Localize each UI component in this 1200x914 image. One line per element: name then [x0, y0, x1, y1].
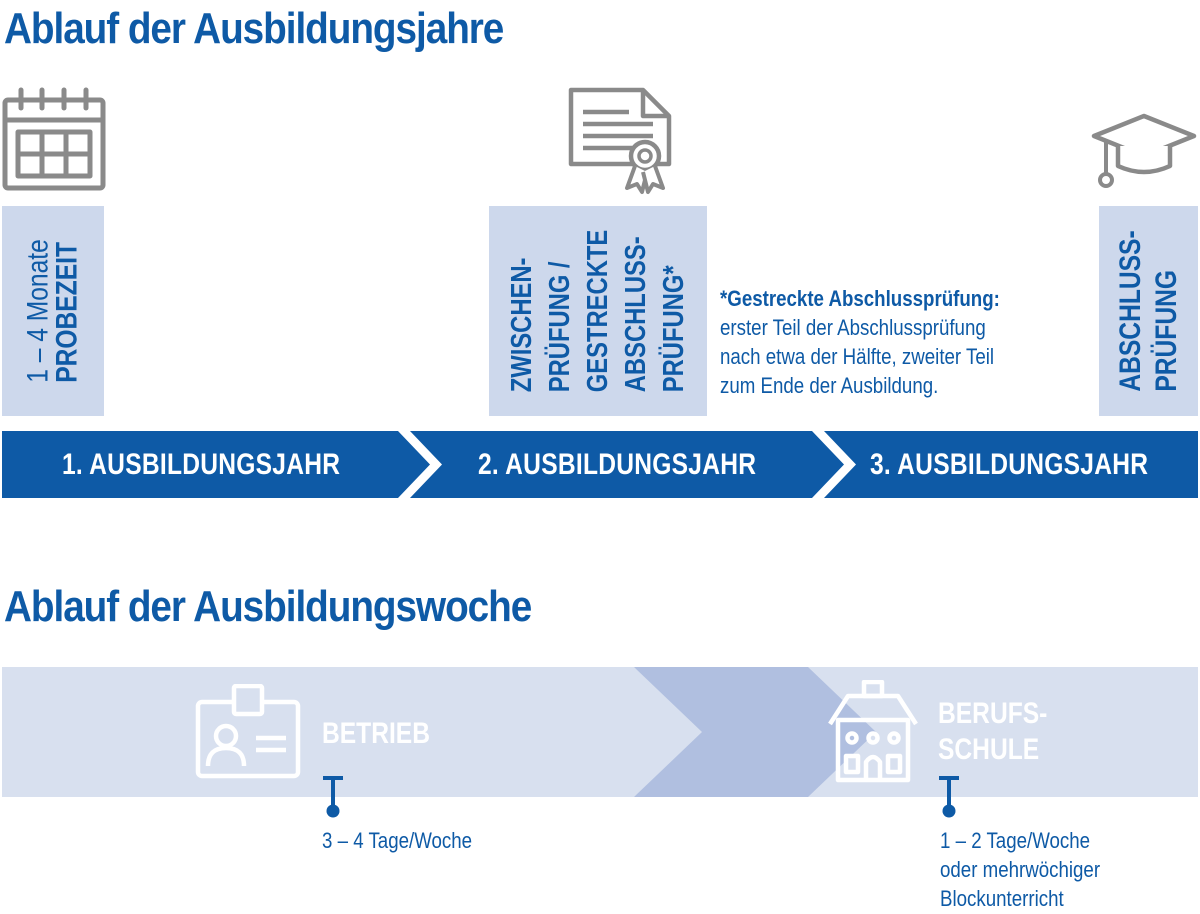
footnote-line-1: erster Teil der Abschlussprüfung	[720, 315, 986, 340]
year-timeline-band	[2, 431, 1198, 498]
zwischen-line-1: ZWISCHEN-	[506, 257, 538, 393]
berufsschule-pin	[939, 776, 959, 818]
section-title-years: Ablauf der Ausbildungsjahre	[4, 4, 504, 53]
berufsschule-caption: 1 – 2 Tage/Woche oder mehrwöchiger Block…	[940, 826, 1100, 913]
abschluss-line-2: PRÜFUNG	[1149, 269, 1183, 392]
certificate-icon	[568, 87, 672, 194]
calendar-icon	[2, 87, 106, 191]
betrieb-caption: 3 – 4 Tage/Woche	[322, 826, 472, 855]
footnote: *Gestreckte Abschlussprüfung: erster Tei…	[720, 284, 1026, 400]
year-3-label: 3. AUSBILDUNGSJAHR	[870, 448, 1149, 481]
betrieb-pin	[323, 776, 343, 818]
milestone-abschlusspruefung: ABSCHLUSS- PRÜFUNG	[1099, 206, 1198, 416]
year-1-label: 1. AUSBILDUNGSJAHR	[62, 448, 341, 481]
graduation-cap-icon	[1091, 113, 1197, 188]
zwischen-line-2: PRÜFUNG /	[544, 261, 576, 393]
milestone-probezeit: 1 – 4 Monate PROBEZEIT	[2, 206, 104, 416]
berufsschule-caption-line-3: Blockunterricht	[940, 886, 1064, 911]
section-title-week: Ablauf der Ausbildungswoche	[4, 582, 532, 631]
zwischen-line-3: GESTRECKTE	[582, 229, 614, 393]
berufsschule-caption-line-1: 1 – 2 Tage/Woche	[940, 828, 1091, 853]
probezeit-label: PROBEZEIT	[50, 242, 83, 383]
school-building-icon	[828, 680, 918, 783]
footnote-line-2: nach etwa der Hälfte, zweiter Teil	[720, 344, 995, 369]
berufsschule-label: BERUFS- SCHULE	[938, 696, 1047, 768]
zwischen-line-5: PRÜFUNG*	[658, 265, 690, 393]
footnote-line-3: zum Ende der Ausbildung.	[720, 373, 939, 398]
berufsschule-line-2: SCHULE	[938, 733, 1040, 766]
betrieb-caption-line: 3 – 4 Tage/Woche	[322, 828, 473, 853]
footnote-title: *Gestreckte Abschlussprüfung:	[720, 286, 1000, 311]
zwischen-line-4: ABSCHLUSS-	[620, 236, 652, 393]
milestone-zwischenpruefung: ZWISCHEN- PRÜFUNG / GESTRECKTE ABSCHLUSS…	[489, 206, 707, 416]
berufsschule-line-1: BERUFS-	[938, 697, 1048, 730]
year-2-label: 2. AUSBILDUNGSJAHR	[478, 448, 757, 481]
id-card-icon	[195, 684, 301, 779]
betrieb-label: BETRIEB	[322, 717, 430, 750]
abschluss-line-1: ABSCHLUSS-	[1113, 230, 1147, 392]
berufsschule-caption-line-2: oder mehrwöchiger	[940, 857, 1101, 882]
probezeit-duration: 1 – 4 Monate	[21, 239, 55, 383]
